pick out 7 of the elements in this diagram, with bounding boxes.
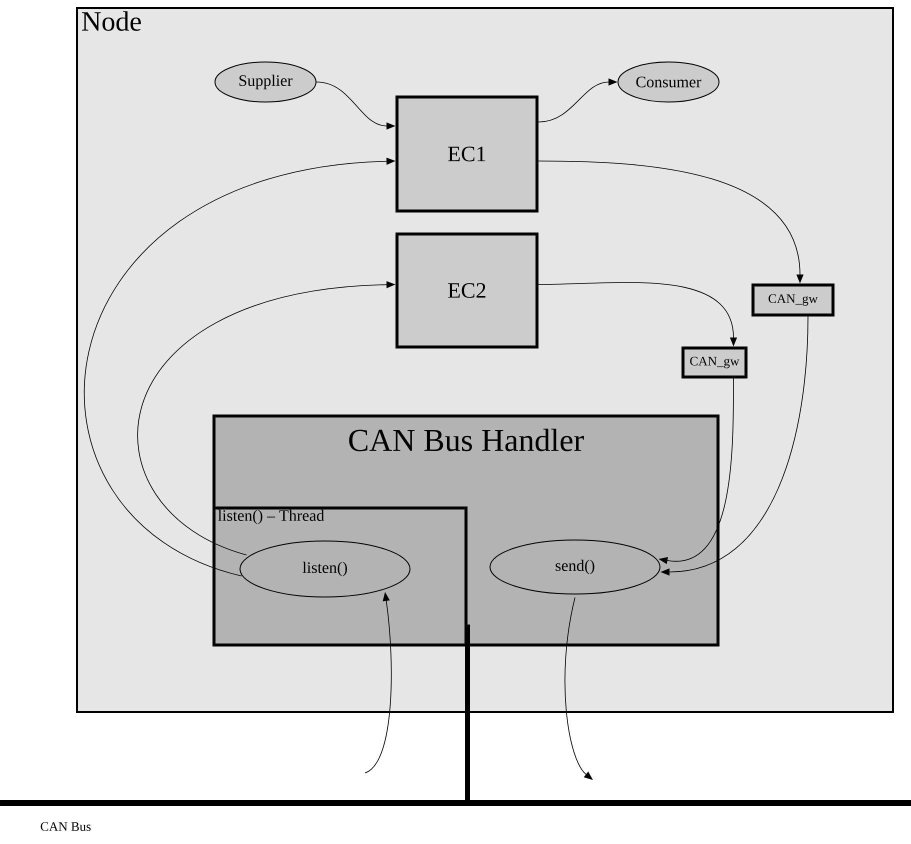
process-box: EC2 [396, 232, 538, 348]
bus-connector [465, 624, 470, 803]
gateway-box: CAN_gw [752, 284, 834, 316]
gateway-box: CAN_gw [682, 346, 748, 378]
process-box: EC1 [396, 96, 538, 212]
arrow [564, 597, 593, 780]
bus-line: CAN Bus [0, 800, 911, 831]
